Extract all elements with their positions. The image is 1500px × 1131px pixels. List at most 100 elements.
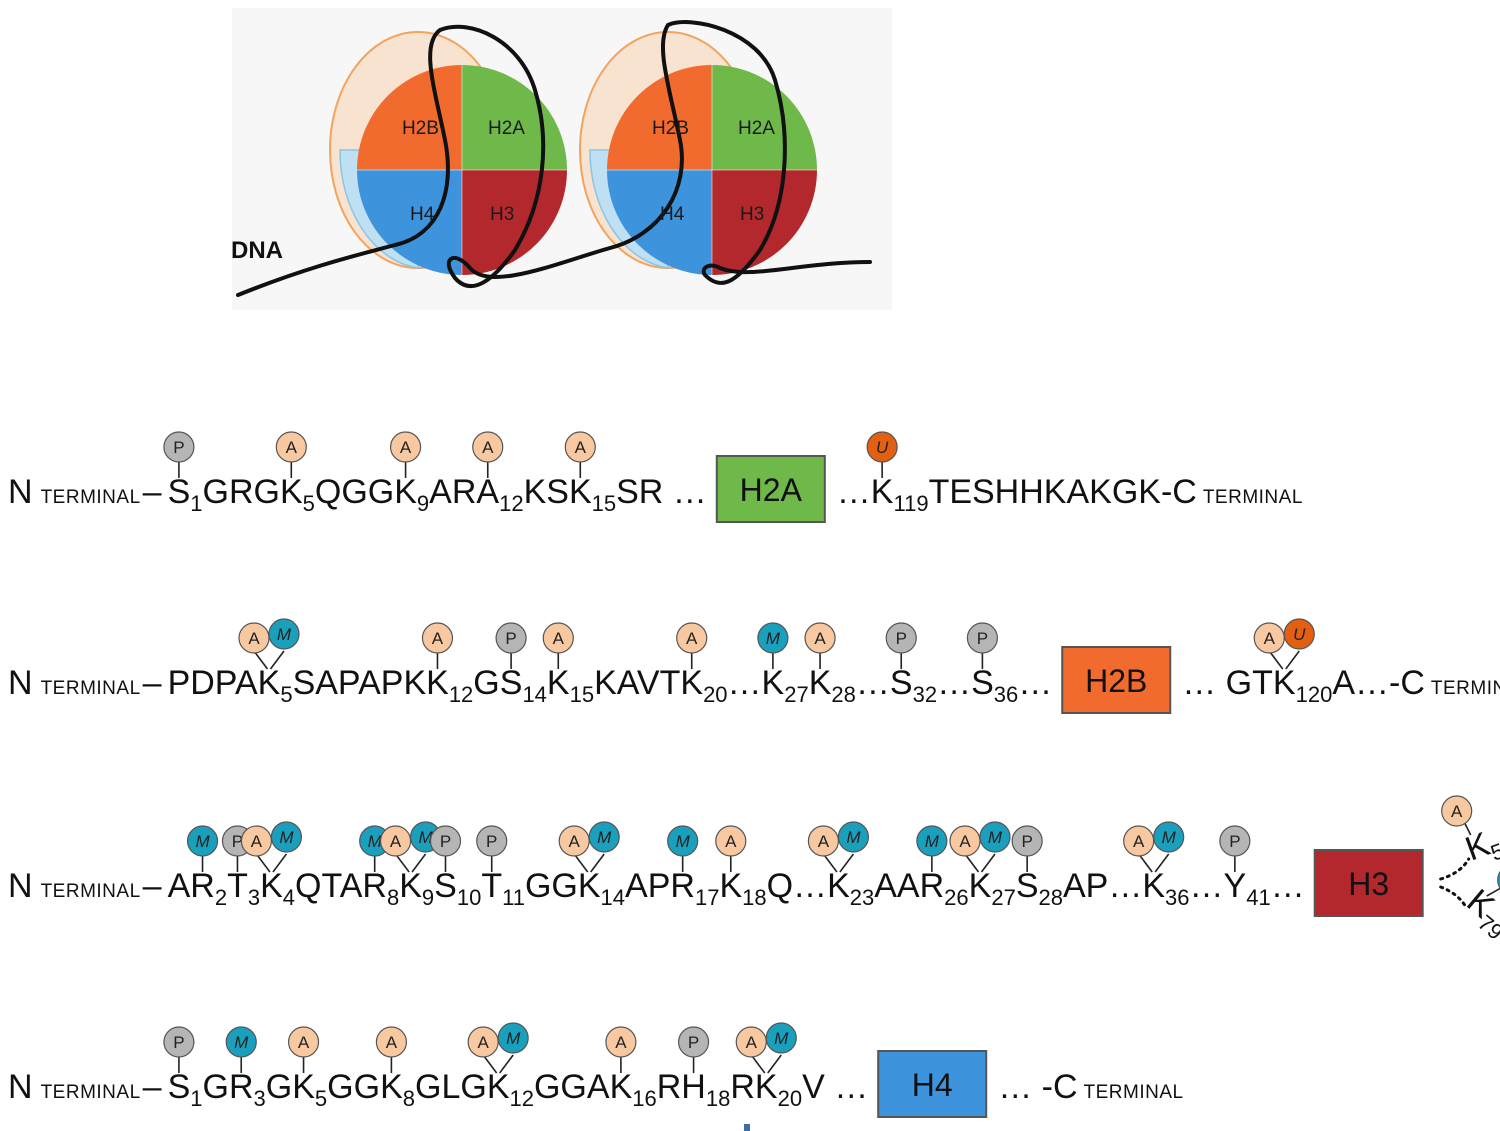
sequence-pre-token: R bbox=[730, 1068, 755, 1106]
modification-A: A bbox=[389, 431, 422, 463]
svg-text:A: A bbox=[814, 629, 826, 648]
modification-A: A bbox=[287, 1026, 320, 1058]
svg-text:A: A bbox=[477, 1033, 489, 1052]
svg-text:A: A bbox=[569, 832, 581, 851]
modification-M: M bbox=[979, 821, 1011, 853]
sequence-pre-token: T bbox=[227, 867, 248, 905]
svg-text:A: A bbox=[686, 629, 698, 648]
modification-A: A bbox=[1441, 795, 1473, 827]
sequence-pre-token: K bbox=[258, 664, 281, 702]
modification-M: M bbox=[186, 825, 219, 857]
sequence-pre-token: R bbox=[190, 867, 215, 905]
sequence-pre-token: S bbox=[890, 664, 913, 702]
sequence-pre-token: K bbox=[969, 867, 992, 905]
modification-A: A bbox=[715, 825, 747, 857]
modification-A: A bbox=[240, 825, 273, 857]
sequence-pre-token: 3 bbox=[248, 885, 260, 910]
sequence-pre-token: 26 bbox=[944, 885, 968, 910]
c-terminal-label: TERMINAL bbox=[1084, 1082, 1184, 1103]
sequence-post-token: … -C bbox=[998, 1068, 1077, 1106]
nucleosome-2-label-h2a: H2A bbox=[738, 118, 775, 139]
n-terminal-label: TERMINAL bbox=[41, 1082, 141, 1103]
sequence-pre-token: PDPA bbox=[168, 664, 258, 702]
svg-text:M: M bbox=[925, 832, 940, 851]
svg-text:M: M bbox=[846, 828, 861, 847]
sequence-pre-token: K bbox=[399, 867, 422, 905]
sequence-pre-token: GGA bbox=[534, 1068, 610, 1106]
nucleosome-illustration: DNA H2B H2A H4 H3 H2B H2A H4 H3 bbox=[231, 8, 892, 310]
svg-text:A: A bbox=[251, 832, 263, 851]
sequence-pre-token: 4 bbox=[283, 885, 295, 910]
modification-P: P bbox=[429, 825, 462, 857]
svg-text:M: M bbox=[195, 832, 210, 851]
terminal-dash: – bbox=[143, 473, 162, 511]
sequence-pre-token: S bbox=[168, 1068, 191, 1106]
modification-A: A bbox=[735, 1026, 767, 1058]
svg-text:P: P bbox=[232, 832, 243, 851]
svg-text:M: M bbox=[418, 828, 433, 847]
modification-A: A bbox=[375, 1026, 408, 1058]
modification-M: M bbox=[1497, 870, 1500, 890]
sequence-pre-token: 20 bbox=[703, 682, 727, 707]
modification-A: A bbox=[558, 825, 590, 857]
nucleosome-2-label-h2b: H2B bbox=[652, 118, 689, 139]
modification-A: A bbox=[676, 622, 708, 654]
sequence-pre-token: S bbox=[434, 867, 457, 905]
sequence-pre-token: 41 bbox=[1246, 885, 1270, 910]
histone-box-label: H2A bbox=[740, 472, 803, 508]
sequence-pre-token: R bbox=[657, 1068, 682, 1106]
svg-text:M: M bbox=[766, 629, 781, 648]
svg-text:A: A bbox=[959, 832, 971, 851]
sequence-pre-token: … bbox=[937, 664, 971, 702]
n-terminal-label: TERMINAL bbox=[41, 678, 141, 699]
nucleosome-2-label-h3: H3 bbox=[740, 204, 764, 225]
c-terminal-label: TERMINAL bbox=[1431, 678, 1500, 699]
modification-A: A bbox=[807, 825, 840, 857]
sequence-pre-token: 1 bbox=[190, 491, 202, 516]
sequence-pre-token: K bbox=[380, 1068, 403, 1106]
sequence-pre-token: K bbox=[569, 473, 592, 511]
modification-M: M bbox=[268, 618, 300, 650]
svg-text:A: A bbox=[1451, 802, 1463, 821]
modification-M: M bbox=[765, 1022, 797, 1054]
svg-text:M: M bbox=[597, 828, 612, 847]
sequence-pre-token: R bbox=[920, 867, 945, 905]
sequence-pre-token: QGG bbox=[315, 473, 394, 511]
svg-text:A: A bbox=[575, 438, 587, 457]
modification-M: M bbox=[225, 1026, 257, 1058]
svg-text:A: A bbox=[400, 438, 412, 457]
sequence-post-token: 119 bbox=[893, 491, 928, 516]
terminal-dash: – bbox=[143, 1068, 162, 1106]
modification-P: P bbox=[163, 1026, 195, 1058]
dna-strand bbox=[236, 20, 872, 297]
sequence-pre-token: KS bbox=[524, 473, 569, 511]
n-terminus-letter: N bbox=[8, 664, 33, 702]
svg-text:M: M bbox=[277, 625, 292, 644]
sequence-pre-token: … bbox=[728, 664, 762, 702]
sequence-pre-token: H bbox=[681, 1068, 706, 1106]
svg-text:A: A bbox=[746, 1033, 758, 1052]
sequence-pre-token: G bbox=[203, 1068, 229, 1106]
sequence-pre-token: S bbox=[500, 664, 523, 702]
modification-M: M bbox=[270, 821, 303, 853]
sequence-pre-token: 17 bbox=[695, 885, 719, 910]
svg-text:A: A bbox=[553, 629, 565, 648]
sequence-pre-token: K bbox=[426, 664, 449, 702]
sequence-pre-token: Y bbox=[1224, 867, 1247, 905]
nucleosome-1-label-h4: H4 bbox=[410, 204, 435, 225]
svg-text:A: A bbox=[818, 832, 830, 851]
n-terminal-label: TERMINAL bbox=[41, 487, 141, 508]
sequence-pre-token: A bbox=[168, 867, 191, 905]
sequence-pre-token: 20 bbox=[778, 1086, 802, 1111]
sequence-pre-token: 8 bbox=[387, 885, 399, 910]
sequence-pre-token: 27 bbox=[784, 682, 808, 707]
c-terminal-label: TERMINAL bbox=[1203, 487, 1303, 508]
sequence-pre-token: 9 bbox=[422, 885, 434, 910]
sequence-post-token: 120 bbox=[1296, 682, 1333, 707]
sequence-pre-token: 12 bbox=[510, 1086, 534, 1111]
sequence-pre-token: 36 bbox=[994, 682, 1018, 707]
modification-P: P bbox=[1011, 825, 1043, 857]
